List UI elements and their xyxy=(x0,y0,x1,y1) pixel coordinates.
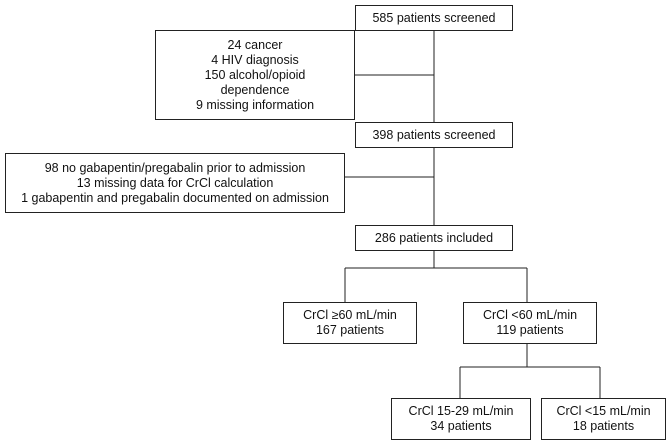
box-exclusions-second: 98 no gabapentin/pregabalin prior to adm… xyxy=(5,153,345,213)
box-text-line: 98 no gabapentin/pregabalin prior to adm… xyxy=(44,160,306,175)
box-398-patients-screened: 398 patients screened xyxy=(355,122,513,148)
box-text-line: 34 patients xyxy=(430,419,492,433)
box-exclusions-first: 24 cancer 4 HIV diagnosis 150 alcohol/op… xyxy=(155,30,355,120)
box-text-line: 150 alcohol/opioid xyxy=(204,67,306,82)
box-text-line: CrCl ≥60 mL/min xyxy=(303,308,397,322)
box-text-line: dependence xyxy=(220,82,290,97)
box-text-line: 398 patients screened xyxy=(372,127,496,142)
box-286-patients-included: 286 patients included xyxy=(355,225,513,251)
box-crcl-lt-60: CrCl <60 mL/min 119 patients xyxy=(463,302,597,344)
box-text-line: 286 patients included xyxy=(374,230,494,245)
box-crcl-lt-15: CrCl <15 mL/min 18 patients xyxy=(541,398,666,440)
box-text-line: CrCl <60 mL/min xyxy=(482,308,578,322)
box-text-line: 1 gabapentin and pregabalin documented o… xyxy=(21,190,329,205)
box-text-line: 585 patients screened xyxy=(372,10,496,25)
box-text-line: 13 missing data for CrCl calculation xyxy=(76,175,274,190)
box-585-patients-screened: 585 patients screened xyxy=(355,5,513,31)
box-text-line: 119 patients xyxy=(496,323,564,337)
box-text-line: 4 HIV diagnosis xyxy=(211,52,299,67)
box-text-line: 9 missing information xyxy=(195,97,315,112)
box-crcl-15-29: CrCl 15-29 mL/min 34 patients xyxy=(391,398,531,440)
box-text-line: 24 cancer xyxy=(227,37,283,52)
box-text-line: CrCl 15-29 mL/min xyxy=(408,404,514,418)
box-crcl-ge-60: CrCl ≥60 mL/min 167 patients xyxy=(283,302,417,344)
box-text-line: 167 patients xyxy=(315,323,385,337)
box-text-line: CrCl <15 mL/min xyxy=(556,404,651,418)
box-text-line: 18 patients xyxy=(572,419,635,433)
